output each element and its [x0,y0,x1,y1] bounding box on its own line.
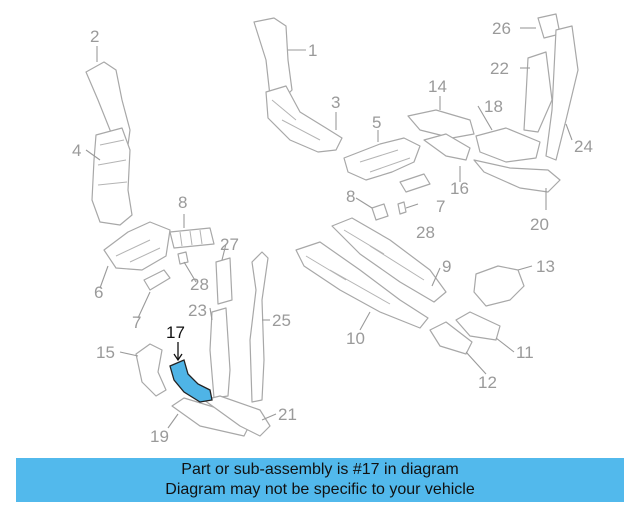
part-15-duct [135,343,167,397]
callout-15: 15 [96,343,115,362]
part-4-duct [85,61,133,226]
callout-27: 27 [220,235,239,254]
part-9-duct [331,217,447,303]
part-11-duct [455,311,501,341]
part-27-bracket [177,251,233,305]
callout-10: 10 [346,329,365,348]
callout-6: 6 [94,283,103,302]
part-12-duct [429,321,473,355]
banner-line-2: Diagram may not be specific to your vehi… [165,481,475,498]
part-6-housing [103,221,171,271]
part-17-duct-highlighted [169,359,213,403]
part-22-duct [523,13,579,161]
part-21-duct [203,395,271,437]
part-23-duct [209,307,231,399]
banner-line-1: Part or sub-assembly is #17 in diagram [181,461,459,478]
part-7-grille [143,269,171,291]
callout-8-center: 8 [346,187,355,206]
part-25-duct [249,251,269,403]
part-7-vent [399,173,431,193]
part-16-duct [423,133,471,161]
part-14-duct [407,109,475,139]
callout-22: 22 [490,59,509,78]
callout-11: 11 [516,343,534,362]
callout-23: 23 [188,301,207,320]
callout-18: 18 [484,97,503,116]
part-10-duct [295,241,429,329]
callout-20: 20 [530,215,549,234]
callout-1: 1 [308,41,317,60]
callout-7: 7 [436,197,445,216]
part-8-vent [169,227,215,249]
part-1-duct [253,17,343,153]
callout-16: 16 [450,179,469,198]
callout-12: 12 [478,373,497,392]
callout-26: 26 [492,19,511,38]
callout-4: 4 [72,141,81,160]
callout-2: 2 [90,27,99,46]
callout-14: 14 [428,77,447,96]
callout-28-center: 28 [416,223,435,242]
info-banner: Part or sub-assembly is #17 in diagram D… [16,458,624,502]
part-13-vent [473,265,525,307]
part-18-duct [473,127,561,193]
callout-13: 13 [536,257,555,276]
callout-17: 17 [166,323,185,342]
callout-21: 21 [278,405,297,424]
parts-diagram: 2 1 3 5 4 26 22 14 18 24 16 7 20 8 8 28 … [72,13,593,446]
callout-24: 24 [574,137,593,156]
callout-9: 9 [442,257,451,276]
callout-28-left: 28 [190,275,209,294]
callout-5: 5 [372,113,381,132]
leader-lines [85,27,573,429]
part-5-assembly [343,137,421,181]
callout-3: 3 [331,93,340,112]
callout-25: 25 [272,311,291,330]
callout-8: 8 [178,193,187,212]
callout-7-left: 7 [132,313,141,332]
part-8-clip [371,201,407,221]
callout-19: 19 [150,427,169,446]
